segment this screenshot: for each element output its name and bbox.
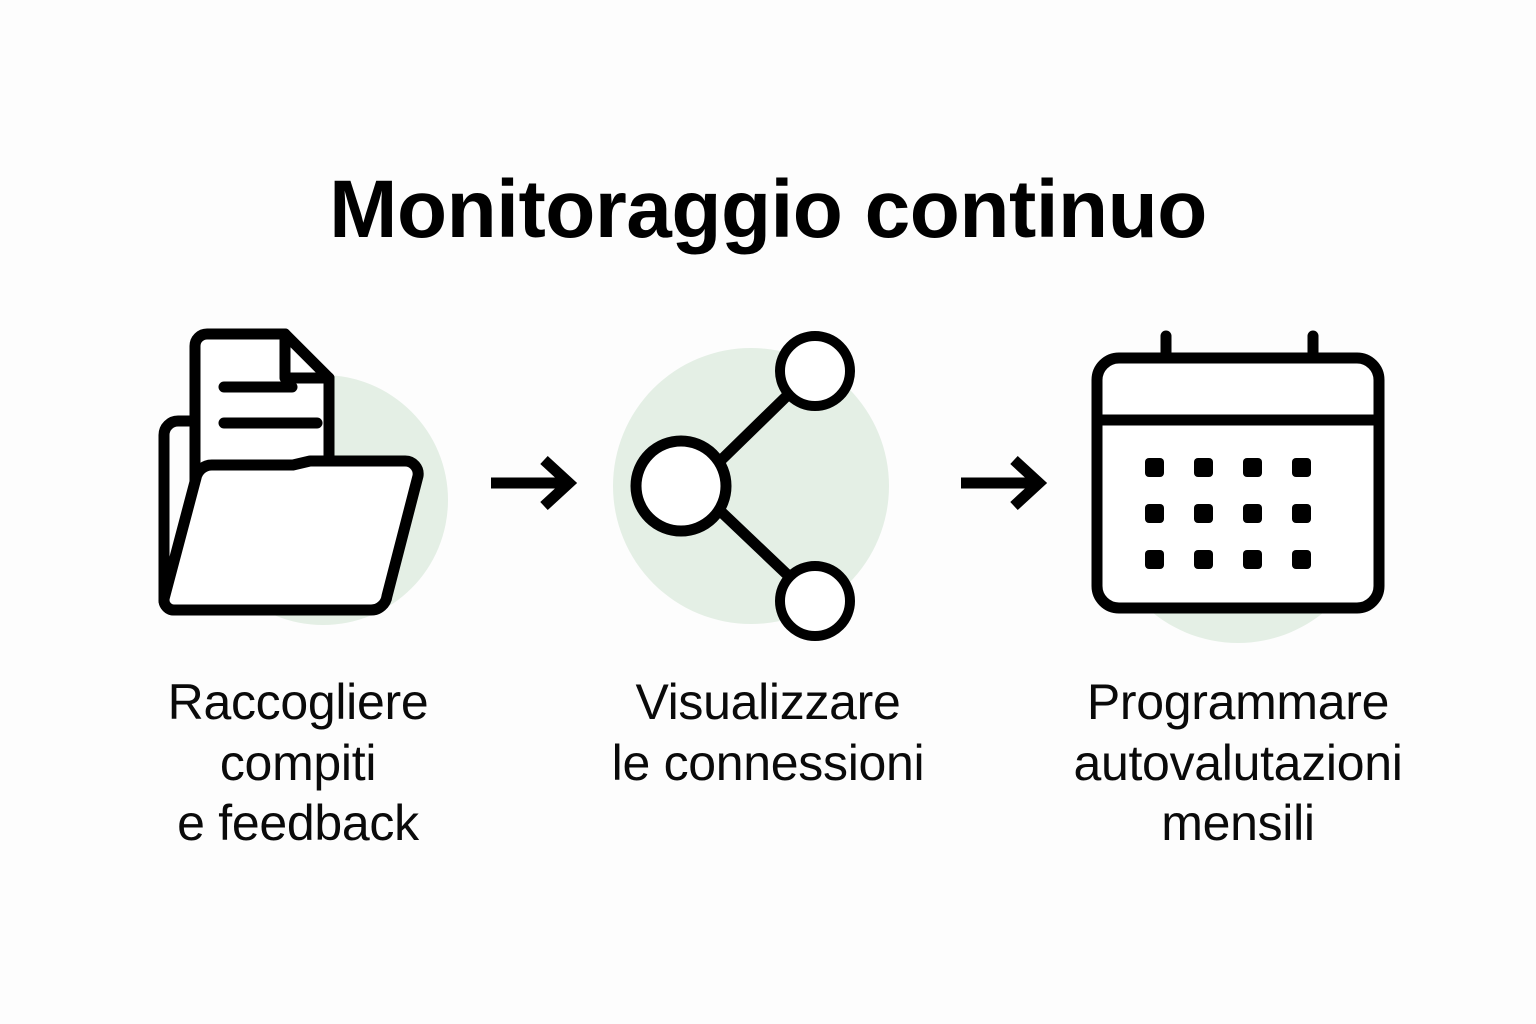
node-bottom	[775, 561, 855, 641]
calendar-day-dot	[1145, 458, 1164, 477]
arrow-right-icon	[463, 318, 603, 648]
page-title: Monitoraggio continuo	[329, 163, 1207, 255]
share-network-icon-graphic	[613, 331, 889, 641]
calendar-body	[1091, 352, 1385, 614]
calendar-day-dot	[1194, 504, 1213, 523]
arrow-head	[1010, 455, 1048, 511]
calendar-icon-graphic	[1091, 330, 1385, 643]
arrow-right-icon	[933, 318, 1073, 648]
calendar-day-dot	[1145, 550, 1164, 569]
arrow-head	[540, 455, 578, 511]
edge-to-top-node	[707, 382, 801, 474]
calendar-day-dot	[1194, 458, 1213, 477]
calendar-day-dot	[1292, 458, 1311, 477]
arrow-right-icon-graphic	[491, 455, 578, 511]
step-label: Raccogliere compiti e feedback	[167, 674, 429, 851]
folder-document-icon	[133, 318, 463, 648]
accent-circle	[613, 348, 889, 624]
share-network-icon	[603, 318, 933, 648]
calendar-day-grid	[1145, 458, 1311, 569]
calendar-icon	[1073, 318, 1403, 648]
arrow-right-icon-graphic	[961, 455, 1048, 511]
node-top	[775, 331, 855, 411]
calendar-day-dot	[1243, 458, 1262, 477]
step-schedule-self-assessments: Programmare autovalutazioni mensili	[1073, 318, 1403, 854]
step-label: Visualizzare le connessioni	[611, 674, 925, 791]
calendar-day-dot	[1243, 504, 1262, 523]
step-visualize-connections: Visualizzare le connessioni	[603, 318, 933, 793]
folder-document-icon-graphic	[158, 328, 448, 625]
calendar-day-dot	[1292, 504, 1311, 523]
process-steps-row: Raccogliere compiti e feedback	[0, 318, 1536, 854]
calendar-day-dot	[1243, 550, 1262, 569]
step-label: Programmare autovalutazioni mensili	[1073, 674, 1403, 851]
edge-to-bottom-node	[707, 498, 801, 588]
node-main	[630, 435, 732, 537]
folder-front	[158, 455, 424, 616]
document-folded-corner	[279, 328, 335, 384]
calendar-day-dot	[1194, 550, 1213, 569]
calendar-day-dot	[1292, 550, 1311, 569]
step-collect-assignments: Raccogliere compiti e feedback	[133, 318, 463, 854]
calendar-day-dot	[1145, 504, 1164, 523]
